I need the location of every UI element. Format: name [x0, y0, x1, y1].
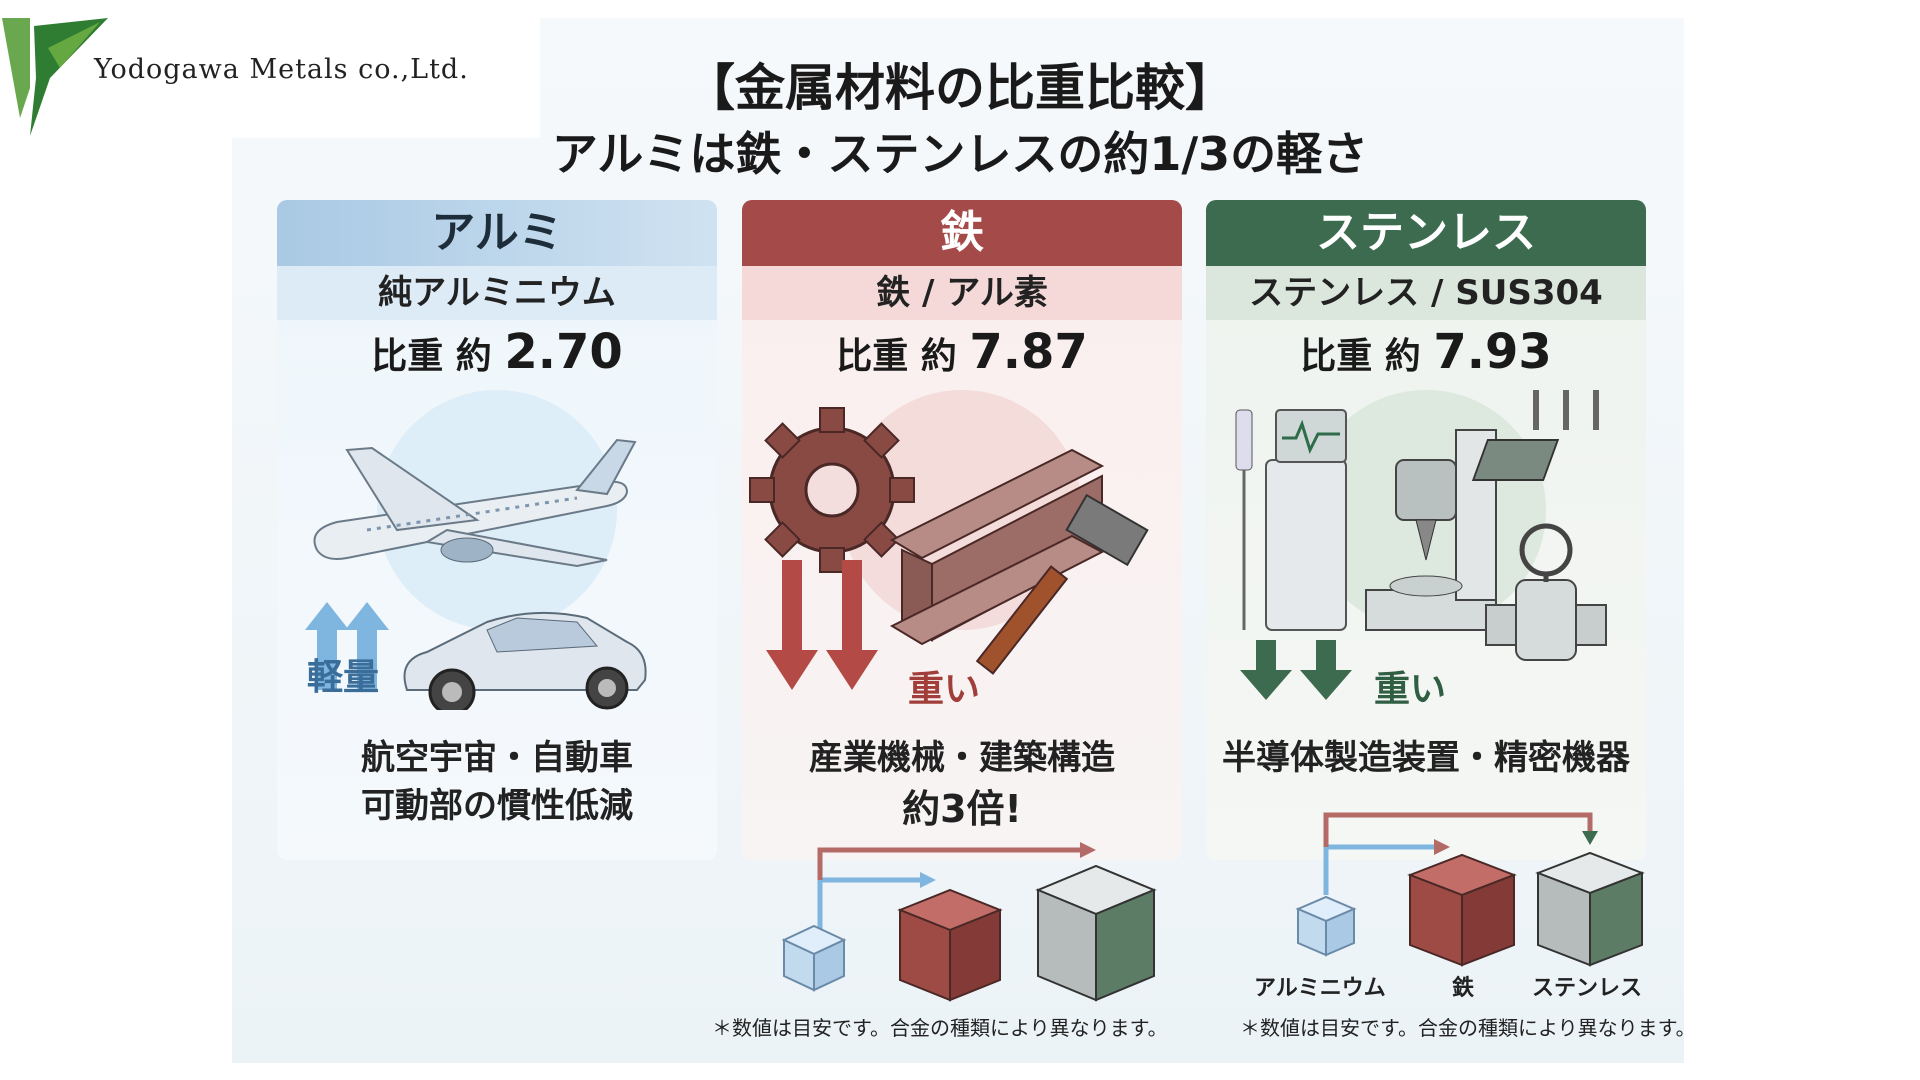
company-name: Yodogawa Metals co.,Ltd. [94, 54, 469, 85]
iron-card: 鉄 鉄 / アル素 比重 約 7.87 [742, 200, 1182, 860]
down-arrows-icon [1240, 640, 1352, 700]
iron-specific-gravity: 比重 約 7.87 [742, 324, 1182, 380]
iron-cube-icon [897, 888, 1003, 1002]
company-logo: Yodogawa Metals co.,Ltd. [0, 18, 540, 138]
sg-label: 比重 約 [1300, 336, 1434, 377]
aluminum-use-1: 航空宇宙・自動車 [361, 738, 633, 778]
iron-header: 鉄 [742, 200, 1182, 266]
up-arrows-icon [305, 602, 389, 690]
iron-use-1: 産業機械・建築構造 [809, 738, 1115, 778]
chip-icon [1471, 390, 1599, 481]
iron-ratio-note: 約3倍! [902, 787, 1022, 831]
i-beam-icon [889, 448, 1105, 646]
aluminum-card: アルミ 純アルミニウム 比重 約 2.70 [277, 200, 717, 860]
footnote-right: ＊数値は目安です。合金の種類により異なります。 [1240, 1016, 1696, 1040]
iron-material: 鉄 / アル素 [742, 266, 1182, 320]
page-title: 【金属材料の比重比較】 [685, 59, 1235, 117]
aluminum-material: 純アルミニウム [277, 266, 717, 320]
logo-mark-icon [2, 18, 108, 136]
medical-and-machine-illustration [1235, 390, 1607, 700]
gear-beam-hammer-illustration [749, 390, 1149, 690]
down-arrows-icon [766, 560, 878, 690]
sg-value: 2.70 [504, 324, 623, 380]
light-tag: 軽量 [307, 657, 380, 698]
stainless-cube-icon [1035, 864, 1157, 1002]
aluminum-cube-icon [781, 924, 847, 992]
medical-device-icon [1235, 409, 1347, 631]
sg-label: 比重 約 [371, 336, 505, 377]
stainless-card: ステンレス ステンレス / SUS304 比重 約 7.93 [1206, 200, 1646, 860]
cube-label-aluminum: アルミニウム [1254, 976, 1386, 1001]
aluminum-header: アルミ [277, 200, 717, 266]
stainless-use-1: 半導体製造装置・精密機器 [1222, 738, 1630, 778]
cube-comparison-middle [781, 842, 1157, 1002]
car-icon [403, 611, 647, 710]
hammer-icon [975, 493, 1149, 675]
cube-label-iron: 鉄 [1452, 976, 1475, 1001]
sg-value: 7.87 [969, 324, 1088, 380]
airplane-icon [313, 438, 637, 568]
sg-value: 7.93 [1433, 324, 1552, 380]
aluminum-specific-gravity: 比重 約 2.70 [277, 324, 717, 380]
cube-comparison-right [1295, 812, 1645, 967]
aluminum-cube-icon [1295, 895, 1357, 957]
heavy-tag: 重い [1374, 669, 1447, 710]
sg-label: 比重 約 [836, 336, 970, 377]
iron-cube-icon [1407, 853, 1517, 967]
stainless-cube-icon [1535, 851, 1645, 967]
stainless-specific-gravity: 比重 約 7.93 [1206, 324, 1646, 380]
stainless-material: ステンレス / SUS304 [1206, 266, 1646, 320]
page-subtitle: アルミは鉄・ステンレスの約1/3の軽さ [551, 127, 1369, 181]
aluminum-use-2: 可動部の慣性低減 [361, 786, 633, 826]
footnote-middle: ＊数値は目安です。合金の種類により異なります。 [712, 1016, 1168, 1040]
stainless-header: ステンレス [1206, 200, 1646, 266]
cube-label-stainless: ステンレス [1532, 976, 1643, 1001]
valve-icon [1485, 523, 1607, 661]
heavy-tag: 重い [908, 669, 981, 710]
airplane-and-car-illustration [305, 390, 647, 710]
gear-icon [749, 407, 915, 573]
cnc-machine-icon [1365, 429, 1497, 631]
